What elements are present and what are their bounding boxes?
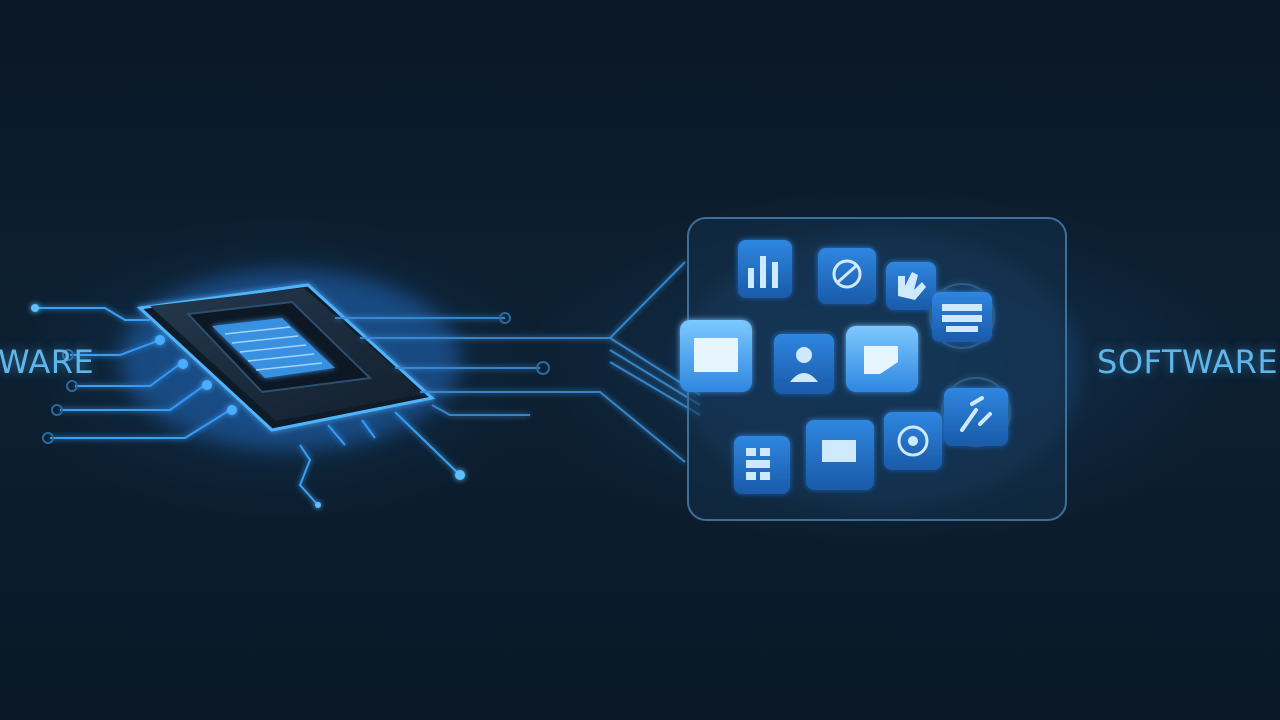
tools-icon: [941, 377, 1011, 447]
hardware-label: WARE: [0, 343, 95, 381]
target-icon: [884, 412, 942, 470]
auto-label-icon: [929, 283, 995, 349]
document-icon: [806, 420, 874, 490]
grid-code-icon: [734, 436, 790, 494]
processor-chip: [136, 283, 436, 432]
bar-chart-icon: [738, 240, 792, 298]
left-circuit-traces: [35, 307, 461, 506]
chip-die-pattern: [224, 326, 323, 371]
hand-icon: [886, 262, 936, 310]
right-trace-nodes: [499, 312, 550, 375]
cloud-app-icon: [846, 326, 918, 392]
window-icon: [680, 320, 752, 392]
person-icon: [774, 334, 834, 394]
right-circuit-traces: [335, 261, 701, 463]
software-label: SOFTWARE: [1097, 343, 1279, 381]
app-icons: [680, 240, 1011, 494]
left-trace-ring-nodes: [42, 349, 78, 444]
brain-icon: [818, 248, 876, 304]
